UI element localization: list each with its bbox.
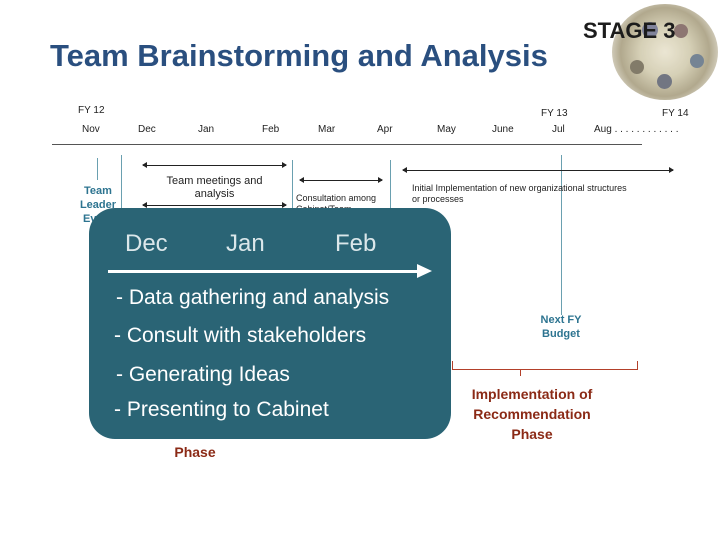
month-label: Dec (138, 124, 156, 135)
fy-label: FY 12 (78, 105, 105, 116)
callout-month-label: Feb (335, 230, 376, 258)
stage-label: STAGE 3 (583, 18, 676, 44)
implementation-range-arrow (403, 170, 673, 171)
month-label: Mar (318, 124, 335, 135)
person-icon (674, 24, 688, 38)
person-icon (630, 60, 644, 74)
team-meetings-range-arrow (143, 205, 286, 206)
month-label: Apr (377, 124, 393, 135)
callout-month-label: Jan (226, 230, 265, 258)
consultation-range-arrow (300, 180, 382, 181)
callout-list-item: - Data gathering and analysis (116, 286, 389, 310)
month-label: June (492, 124, 514, 135)
slide-title: Team Brainstorming and Analysis (50, 38, 548, 74)
implementation-bracket (452, 361, 638, 370)
implementation-phase-label: Implementation of Recommendation Phase (452, 384, 612, 444)
fy-label: FY 14 (662, 108, 689, 119)
team-meetings-range-arrow (143, 165, 286, 166)
callout-list-item: - Consult with stakeholders (114, 324, 366, 348)
month-label: Jul (552, 124, 565, 135)
fy-label: FY 13 (541, 108, 568, 119)
person-icon (657, 74, 672, 89)
phase-start-marker (121, 155, 122, 215)
month-label: Aug . . . . . . . . . . . . (594, 124, 678, 135)
callout-arrow (108, 270, 418, 273)
team-meetings-note: Team meetings and analysis (152, 175, 277, 201)
person-icon (690, 54, 704, 68)
month-label: May (437, 124, 456, 135)
initial-implementation-note: Initial Implementation of new organizati… (412, 183, 632, 205)
consultation-note: Consultation among Cabinet/Team (296, 193, 392, 208)
next-fy-budget-label: Next FY Budget (530, 313, 592, 341)
month-label: Jan (198, 124, 214, 135)
callout-list-item: - Presenting to Cabinet (114, 398, 329, 422)
month-label: Feb (262, 124, 279, 135)
phase-label: Phase (160, 444, 230, 460)
team-leader-marker (97, 158, 98, 180)
feb-marker (292, 160, 293, 215)
timeline-axis (52, 144, 642, 145)
callout-list-item: - Generating Ideas (116, 363, 290, 387)
bracket-tick (520, 369, 521, 376)
callout-month-label: Dec (125, 230, 168, 258)
next-fy-marker (561, 155, 562, 315)
month-label: Nov (82, 124, 100, 135)
